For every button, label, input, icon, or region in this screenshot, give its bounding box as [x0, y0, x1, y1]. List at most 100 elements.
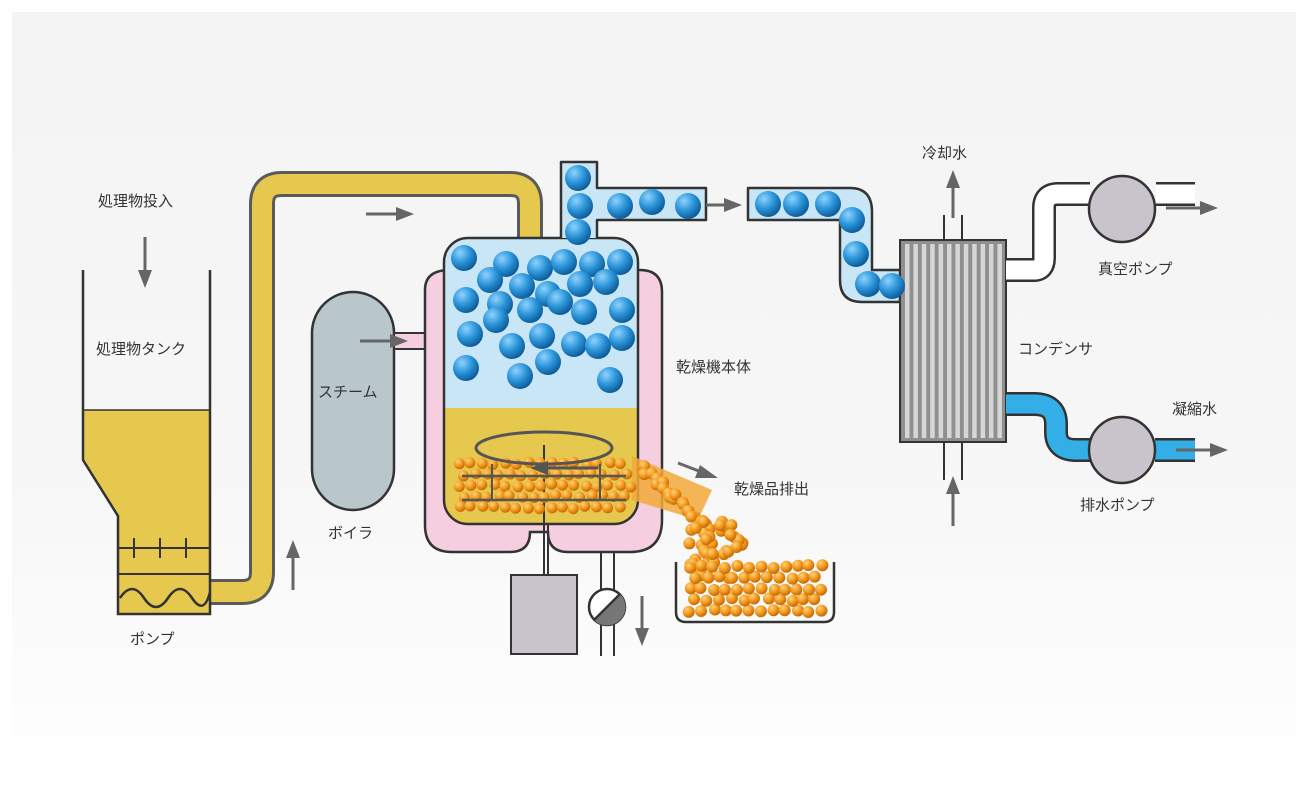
- product-particle: [465, 479, 477, 491]
- label-pump: ポンプ: [130, 630, 175, 648]
- product-particle: [700, 594, 713, 607]
- product-particle: [708, 583, 721, 596]
- product-particle: [702, 571, 715, 584]
- product-particle: [595, 468, 607, 480]
- product-particle: [762, 592, 775, 605]
- product-particle: [625, 481, 637, 493]
- condenser-tube: [947, 244, 952, 438]
- label-condensed-water: 凝縮水: [1172, 400, 1217, 418]
- product-particle: [524, 481, 536, 493]
- product-particle: [614, 458, 626, 470]
- product-particle: [808, 570, 821, 583]
- product-particle: [706, 560, 719, 573]
- cooling-in-arrow-icon: [946, 476, 960, 526]
- product-particle: [528, 492, 540, 504]
- product-particle: [550, 489, 562, 501]
- cooling-water-lines: [943, 215, 963, 480]
- vapor-particle: [843, 241, 869, 267]
- condenser-tube: [980, 244, 986, 438]
- product-particle: [706, 548, 719, 561]
- vapor-particle: [755, 191, 781, 217]
- product-particle: [688, 593, 701, 606]
- product-particle: [684, 582, 697, 595]
- product-particle: [494, 490, 506, 502]
- product-particle: [791, 604, 804, 617]
- product-particle: [742, 582, 755, 595]
- product-particle: [748, 570, 761, 583]
- product-particle: [767, 604, 780, 617]
- product-particle: [700, 533, 713, 546]
- product-particle: [780, 560, 793, 573]
- product-particle: [695, 604, 708, 617]
- product-particle: [556, 479, 568, 491]
- vapor-particle: [547, 289, 573, 315]
- product-particle: [615, 479, 627, 491]
- product-particle: [464, 500, 476, 512]
- vapor-particle: [453, 355, 479, 381]
- product-particle: [738, 594, 751, 607]
- product-particle: [684, 561, 697, 574]
- product-particle: [742, 604, 755, 617]
- product-particle: [725, 519, 738, 532]
- label-steam: スチーム: [318, 383, 378, 401]
- vapor-particle: [579, 251, 605, 277]
- product-particle: [815, 604, 828, 617]
- condenser-tube: [963, 244, 969, 438]
- product-particle: [712, 593, 725, 606]
- slurry-feed-pipe: [210, 171, 543, 605]
- product-particle: [535, 480, 547, 492]
- vapor-particle: [561, 331, 587, 357]
- vapor-particle: [585, 333, 611, 359]
- drain-valve-icon: [587, 552, 627, 656]
- product-particle: [802, 559, 815, 572]
- product-particle: [534, 503, 546, 515]
- product-particle: [760, 571, 773, 584]
- product-particle: [470, 468, 482, 480]
- condensate-out-arrow-icon: [1176, 443, 1228, 457]
- product-particle: [510, 502, 522, 514]
- product-particle: [682, 605, 695, 618]
- condenser-tubes: [905, 244, 1002, 438]
- product-particle: [488, 500, 500, 512]
- vapor-particle: [527, 255, 553, 281]
- product-particle: [546, 502, 558, 514]
- label-feed: 処理物投入: [98, 192, 173, 210]
- product-particle: [476, 458, 488, 470]
- product-particle: [708, 603, 721, 616]
- vapor-particle: [565, 219, 591, 245]
- vapor-particle: [453, 287, 479, 313]
- drain-down-arrow-icon: [635, 596, 649, 646]
- pipe-up-arrow-icon: [286, 540, 300, 590]
- vapor-particle: [451, 245, 477, 271]
- condenser-tube: [905, 244, 910, 438]
- condenser-tube: [997, 244, 1002, 438]
- feed-arrow-icon: [138, 237, 152, 288]
- product-particle: [730, 583, 743, 596]
- vapor-particle: [551, 249, 577, 275]
- product-particle: [719, 604, 732, 617]
- vapor-particle: [529, 323, 555, 349]
- product-particle: [464, 457, 476, 469]
- product-particle: [786, 594, 799, 607]
- product-particle: [802, 583, 815, 596]
- product-particle: [714, 519, 727, 532]
- product-particle: [748, 592, 761, 605]
- product-particle: [579, 500, 591, 512]
- vapor-particle: [567, 193, 593, 219]
- product-particle: [726, 571, 739, 584]
- product-particle: [568, 479, 580, 491]
- vapor-particle: [571, 299, 597, 325]
- vapor-particle: [493, 251, 519, 277]
- product-particle: [718, 583, 731, 596]
- vapor-particle: [509, 273, 535, 299]
- label-dryer: 乾燥機本体: [676, 358, 751, 376]
- vapor-particle: [607, 249, 633, 275]
- vapor-particle: [567, 271, 593, 297]
- product-particle: [754, 605, 767, 618]
- product-particle: [767, 561, 780, 574]
- product-particle: [724, 528, 737, 541]
- label-drain-pump: 排水ポンプ: [1080, 496, 1155, 514]
- drain-pump: [1087, 415, 1157, 485]
